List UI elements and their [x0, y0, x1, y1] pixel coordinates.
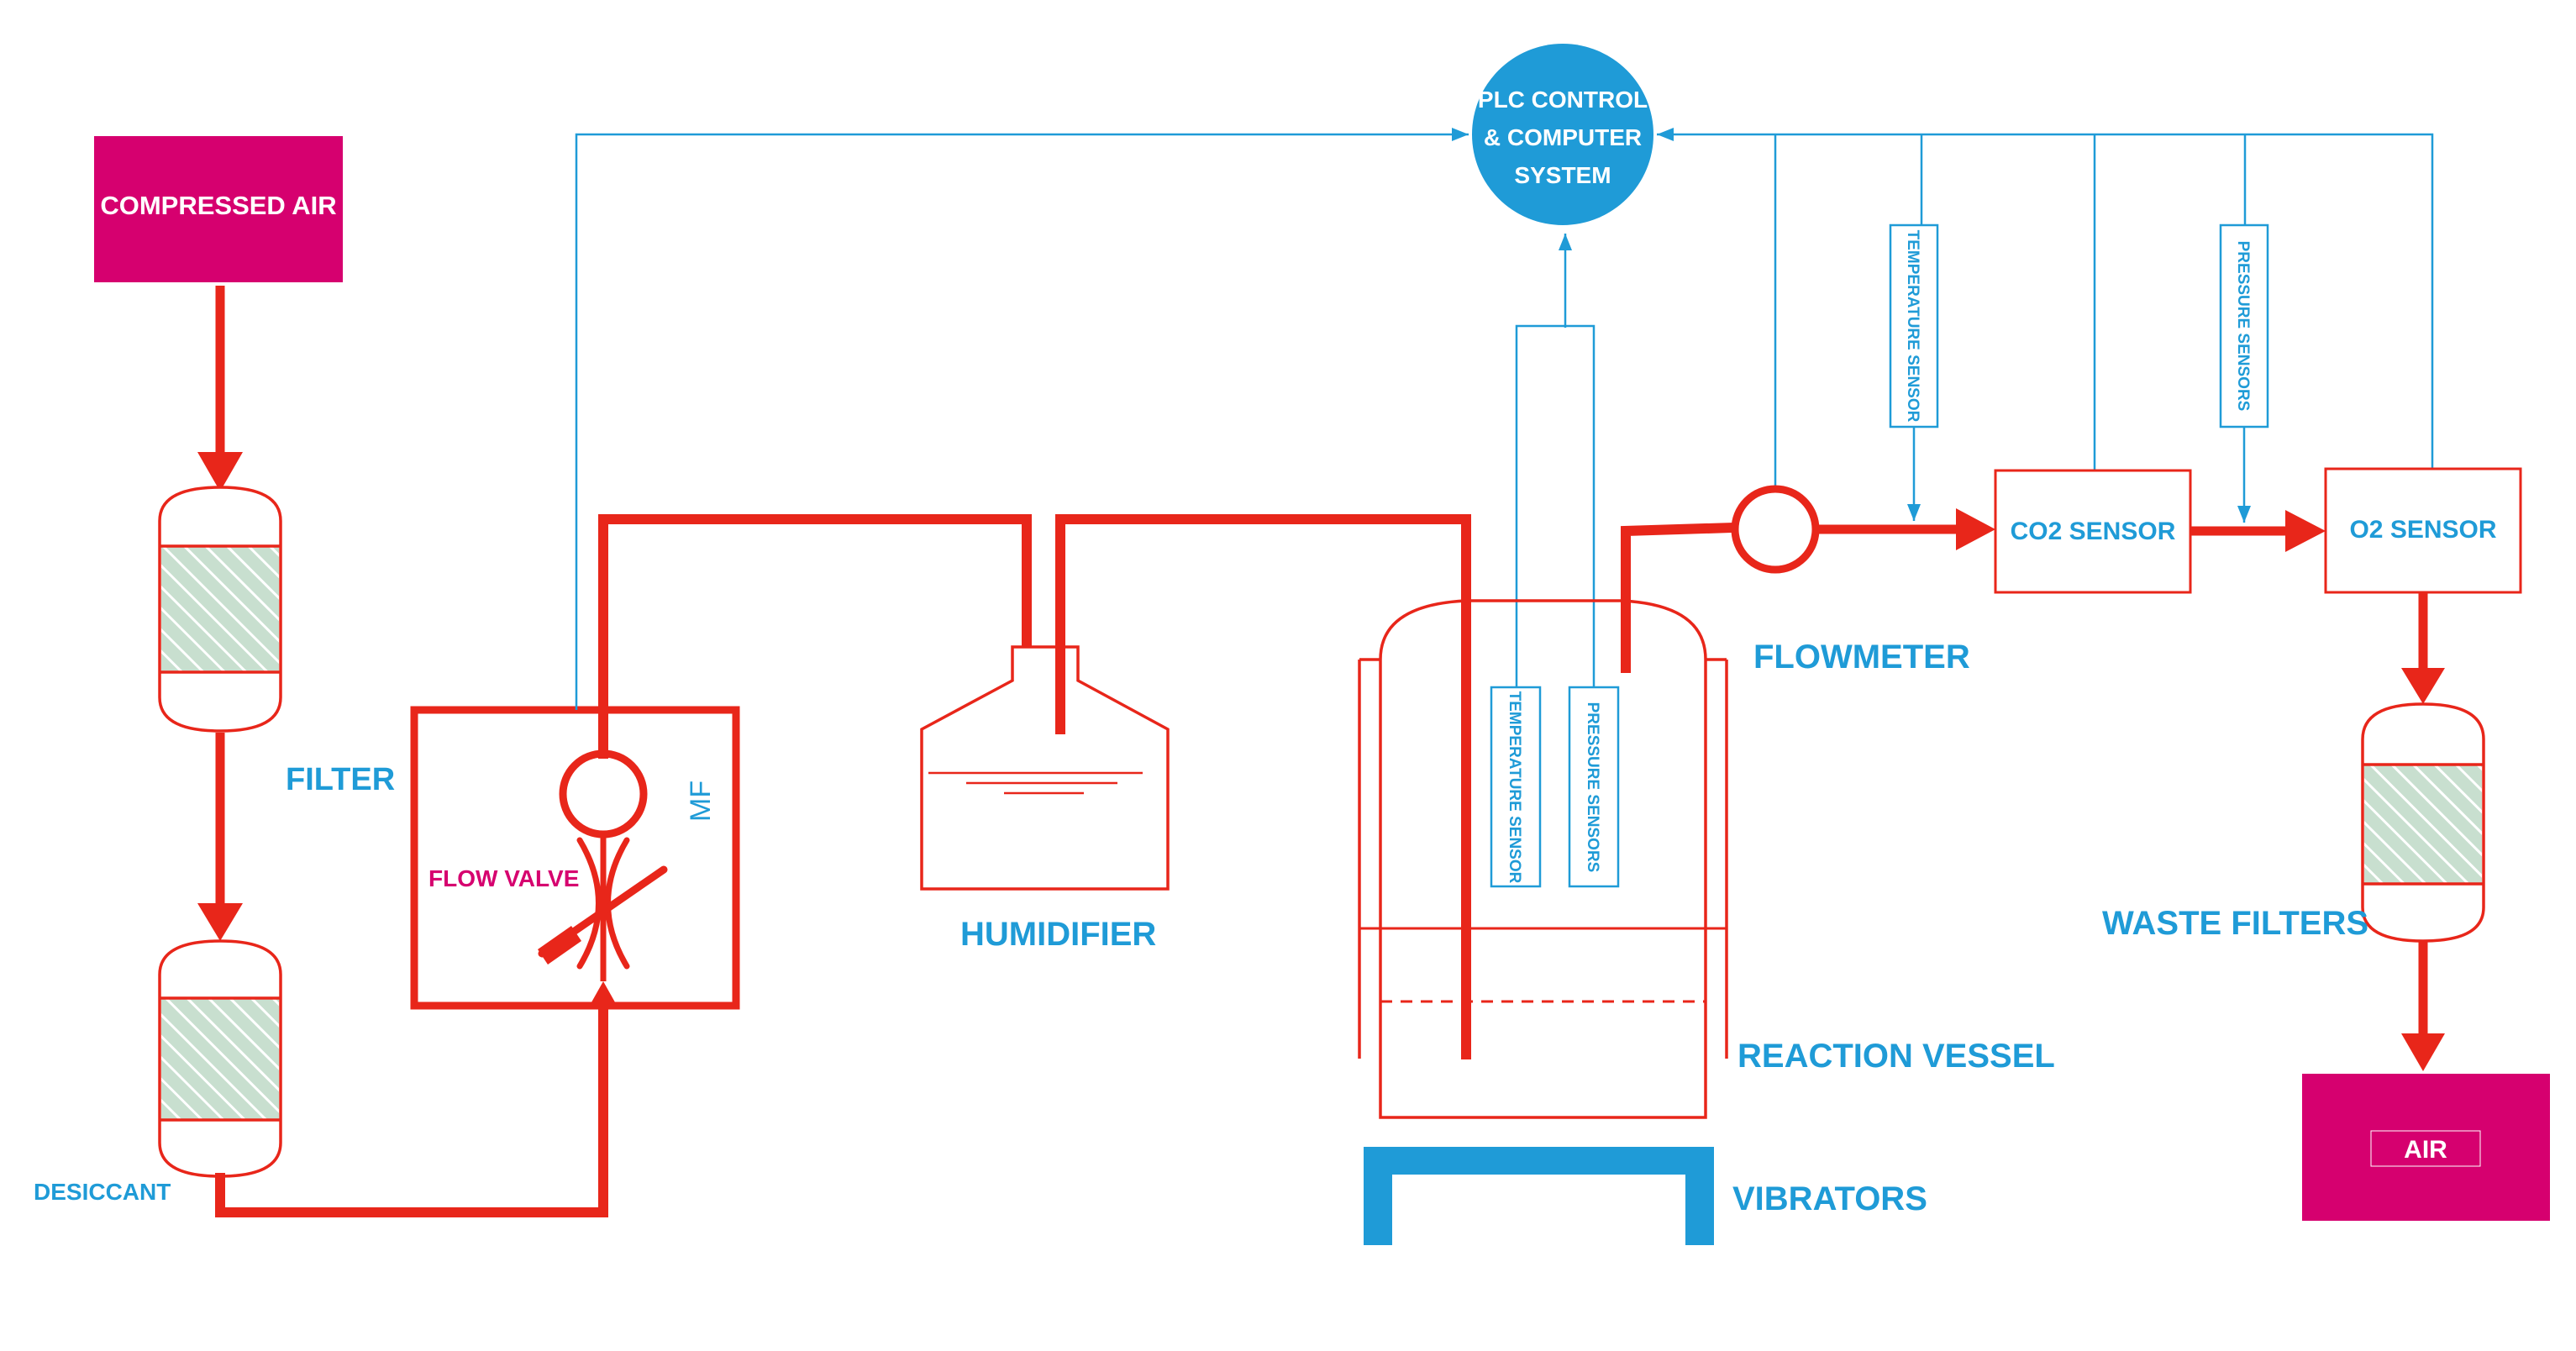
- arrowhead-into-valve: [588, 981, 618, 1008]
- filter-canister: [158, 486, 282, 733]
- reaction-vessel-label: REACTION VESSEL: [1737, 1038, 2055, 1075]
- mf-label: MF: [685, 781, 717, 822]
- humidifier-label: HUMIDIFIER: [960, 916, 1156, 953]
- plc-label-line3: SYSTEM: [1514, 162, 1611, 188]
- humidifier-body: [920, 645, 1170, 891]
- signal-line-valve-to-plc: [575, 128, 1469, 710]
- line-pressure-sensors-box: [2219, 223, 2269, 428]
- o2-sensor-box: [2324, 467, 2522, 594]
- compressed-air-label: COMPRESSED AIR: [100, 191, 336, 220]
- mass-flow-meter-circle: [559, 749, 648, 838]
- filter-label: FILTER: [286, 762, 395, 797]
- pipe-vessel-to-flowmeter: [1621, 522, 1738, 673]
- vessel-pressure-sensors-box: [1568, 686, 1620, 888]
- arrowhead-into-air: [2401, 1033, 2445, 1071]
- pipe-humidifier-to-vessel: [1055, 514, 1471, 1059]
- arrowhead-into-co2: [1956, 508, 1995, 550]
- line-temperature-sensor-label: TEMPERATURE SENSOR: [1904, 230, 1921, 423]
- vessel-pressure-sensors-label: PRESSURE SENSORS: [1584, 702, 1601, 873]
- compressed-air-box: [94, 136, 343, 282]
- arrowhead-air-to-filter: [197, 452, 243, 492]
- reaction-vessel: [1358, 599, 1728, 1119]
- plc-label-line1: PLC CONTROL: [1478, 87, 1648, 113]
- desiccant-canister: [158, 939, 282, 1178]
- vibrators-stand: [1364, 1147, 1714, 1245]
- plc-control-circle: [1472, 44, 1653, 225]
- line-temperature-sensor-box: [1889, 223, 1939, 428]
- co2-sensor-box: [1994, 469, 2192, 594]
- vibrators-label: VIBRATORS: [1732, 1180, 1927, 1217]
- flow-valve-label: FLOW VALVE: [428, 865, 579, 891]
- air-inner-box: [2370, 1130, 2481, 1167]
- flowmeter-label: FLOWMETER: [1753, 639, 1970, 676]
- vessel-temperature-sensor-label: TEMPERATURE SENSOR: [1506, 691, 1523, 884]
- flow-valve-box: [410, 706, 740, 1010]
- co2-sensor-label: CO2 SENSOR: [2011, 518, 2176, 545]
- humidifier-water-lines: [928, 771, 1143, 795]
- o2-sensor-label: O2 SENSOR: [2349, 516, 2496, 544]
- air-label: AIR: [2404, 1136, 2447, 1164]
- arrowhead-into-o2: [2285, 510, 2326, 552]
- air-box: [2302, 1074, 2550, 1221]
- vessel-temperature-sensor-box: [1490, 686, 1542, 888]
- signal-bus-right-to-plc: [1657, 128, 2434, 470]
- flowmeter-circle: [1731, 485, 1820, 574]
- waste-filters-label: WASTE FILTERS: [2102, 905, 2368, 942]
- waste-filter-canister: [2361, 702, 2485, 943]
- arrowhead-into-waste-filter: [2401, 668, 2445, 704]
- pipe-desiccant-to-valve: [215, 999, 608, 1217]
- line-pressure-sensors-label: PRESSURE SENSORS: [2234, 241, 2252, 412]
- signal-line-vessel-sensors: [1515, 324, 1596, 689]
- plc-label-line2: & COMPUTER: [1484, 124, 1642, 150]
- desiccant-label: DESICCANT: [34, 1179, 171, 1205]
- arrowhead-filter-to-desiccant: [197, 903, 243, 941]
